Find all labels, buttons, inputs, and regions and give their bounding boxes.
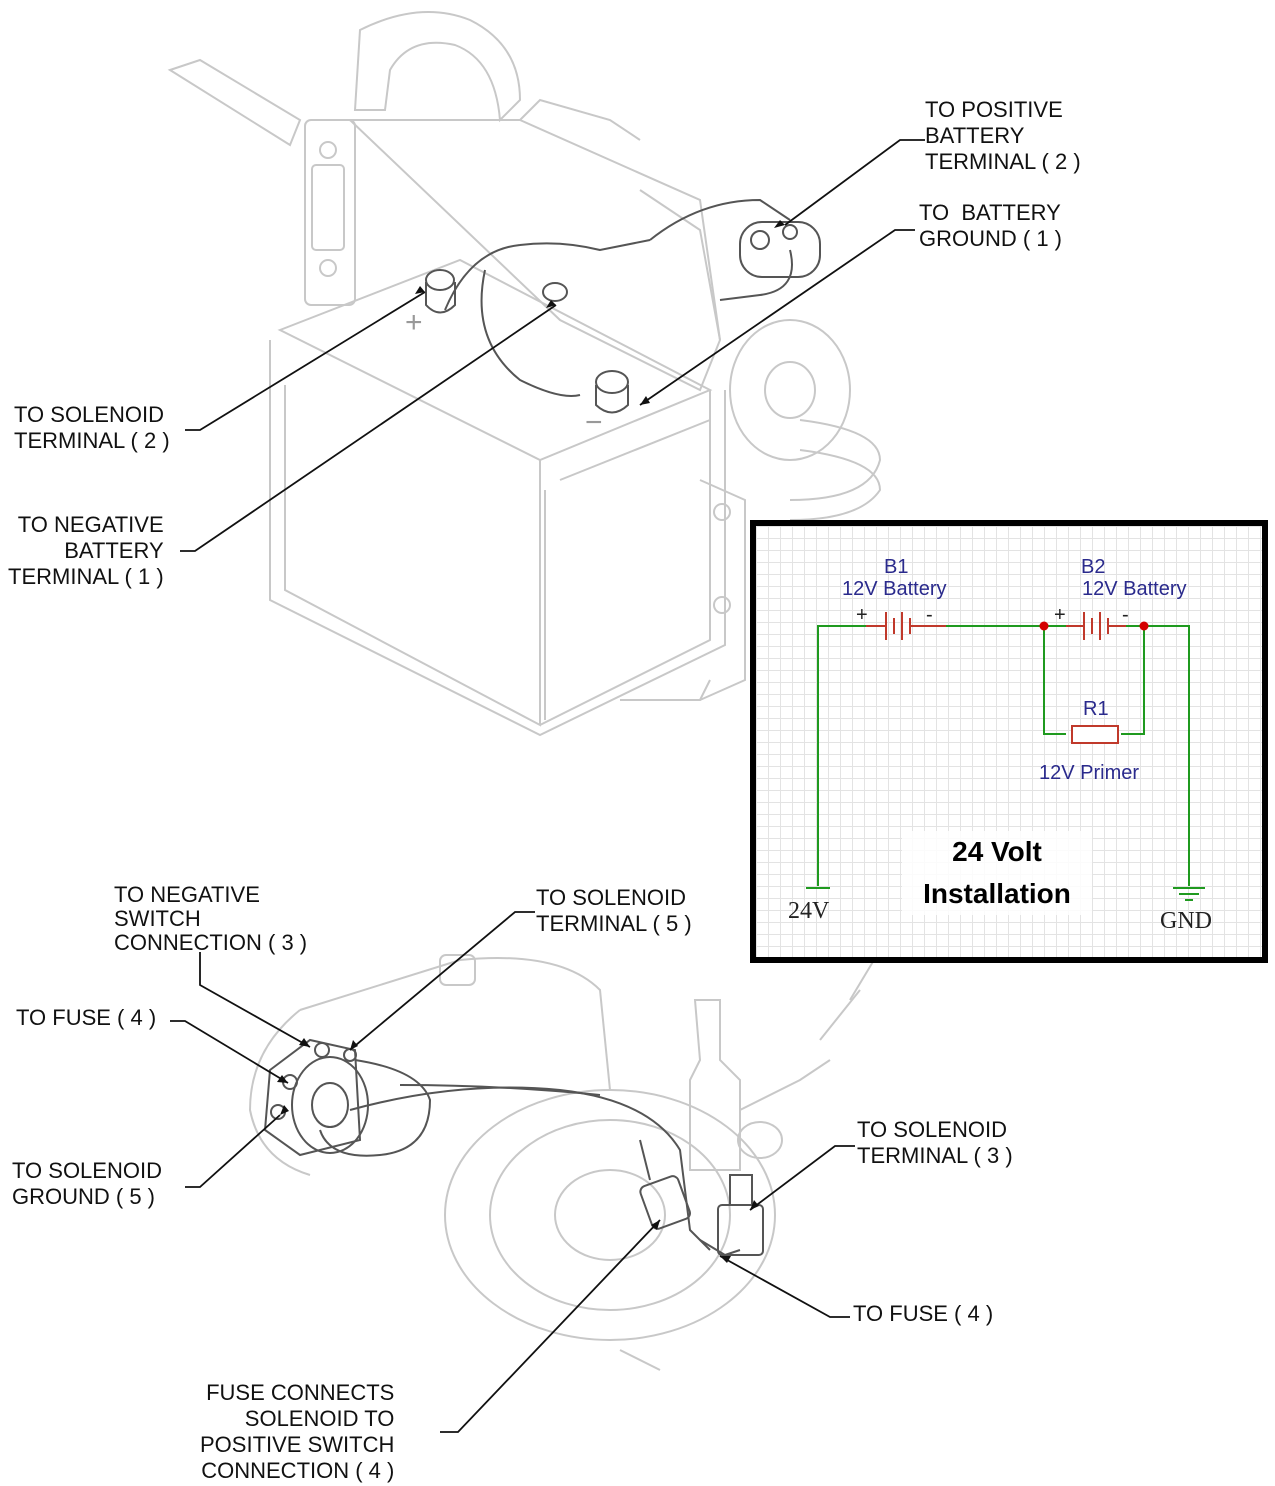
callout-solenoid-terminal-2: TO SOLENOID TERMINAL ( 2 ) [14,402,170,453]
r1-name: R1 [1083,698,1109,720]
callout-negative-battery-terminal-1: TO NEGATIVE BATTERY TERMINAL ( 1 ) [8,512,164,589]
callout-battery-ground-1: TO BATTERY GROUND ( 1 ) [919,200,1062,251]
bottom-assembly-drawing [248,949,881,1371]
b2-minus-symbol: - [1122,604,1129,626]
b1-minus-symbol: - [926,604,933,626]
b1-name: B1 [884,556,909,578]
b2-name: B2 [1081,556,1106,578]
callout-fuse-4-left: TO FUSE ( 4 ) [16,1005,157,1030]
schematic-drawing [806,612,1205,901]
callout-fuse-4-right: TO FUSE ( 4 ) [853,1301,994,1326]
b1-value: 12V Battery [842,578,947,600]
inset-title: 24 Volt Installation [902,831,1092,915]
battery-plus-mark: + [405,306,423,339]
ground-and-supply-symbols [806,887,1205,901]
solenoid-wiring-drawing [263,1038,764,1257]
callout-positive-battery-terminal-2: TO POSITIVE BATTERY TERMINAL ( 2 ) [925,97,1081,174]
leader-arrowheads [277,220,785,1263]
supply-label-24v: 24V [788,898,830,924]
schematic-inset: B1 12V Battery B2 12V Battery + - + - R1… [750,520,1268,963]
callout-solenoid-terminal-5: TO SOLENOID TERMINAL ( 5 ) [536,885,692,936]
b2-plus-symbol: + [1054,604,1066,626]
callout-negative-switch-connection-3: TO NEGATIVE SWITCH CONNECTION ( 3 ) [114,882,308,955]
r1-value: 12V Primer [1039,762,1140,784]
battery-b2-symbol [1066,612,1126,640]
battery-b1-symbol [866,612,946,640]
leader-lines [170,139,925,1433]
junction-node-left [1039,621,1049,631]
callout-solenoid-ground-5: TO SOLENOID GROUND ( 5 ) [12,1158,162,1209]
callout-solenoid-terminal-3: TO SOLENOID TERMINAL ( 3 ) [857,1117,1013,1168]
battery-cables-drawing [425,198,821,414]
junction-node-right [1139,621,1149,631]
callout-fuse-connects-solenoid: FUSE CONNECTS SOLENOID TO POSITIVE SWITC… [200,1380,395,1483]
b1-plus-symbol: + [856,604,868,626]
battery-minus-mark: − [585,406,603,439]
top-assembly-drawing [167,11,882,737]
resistor-r1-symbol [1071,725,1119,744]
ground-label-gnd: GND [1160,908,1212,934]
b2-value: 12V Battery [1082,578,1187,600]
